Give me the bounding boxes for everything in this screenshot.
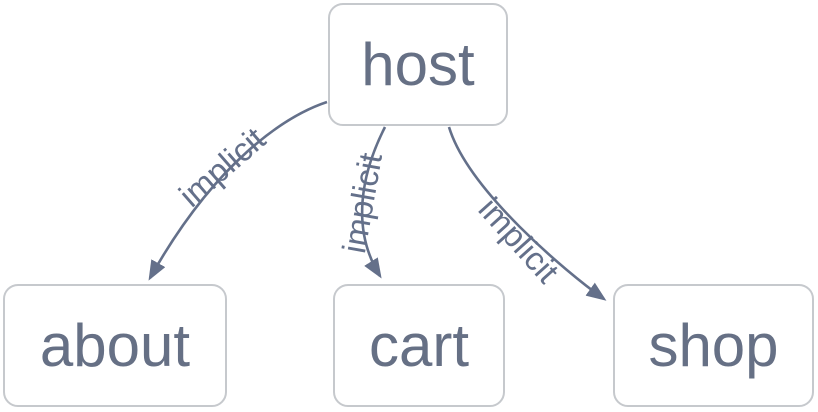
edge-label-host-shop: implicit <box>472 190 567 290</box>
node-label-cart: cart <box>368 311 470 379</box>
graph-node-about[interactable]: about <box>3 284 227 407</box>
graph-node-host[interactable]: host <box>328 3 508 126</box>
edge-label-host-cart: implicit <box>335 150 389 256</box>
graph-node-cart[interactable]: cart <box>333 284 505 407</box>
edge-label-host-about: implicit <box>172 120 272 214</box>
edge-host-shop <box>447 126 607 301</box>
graph-node-shop[interactable]: shop <box>613 284 814 407</box>
node-label-about: about <box>39 311 191 379</box>
node-label-host: host <box>361 30 475 98</box>
node-label-shop: shop <box>648 311 779 379</box>
edge-host-about <box>148 100 328 281</box>
edge-host-cart <box>360 126 387 279</box>
